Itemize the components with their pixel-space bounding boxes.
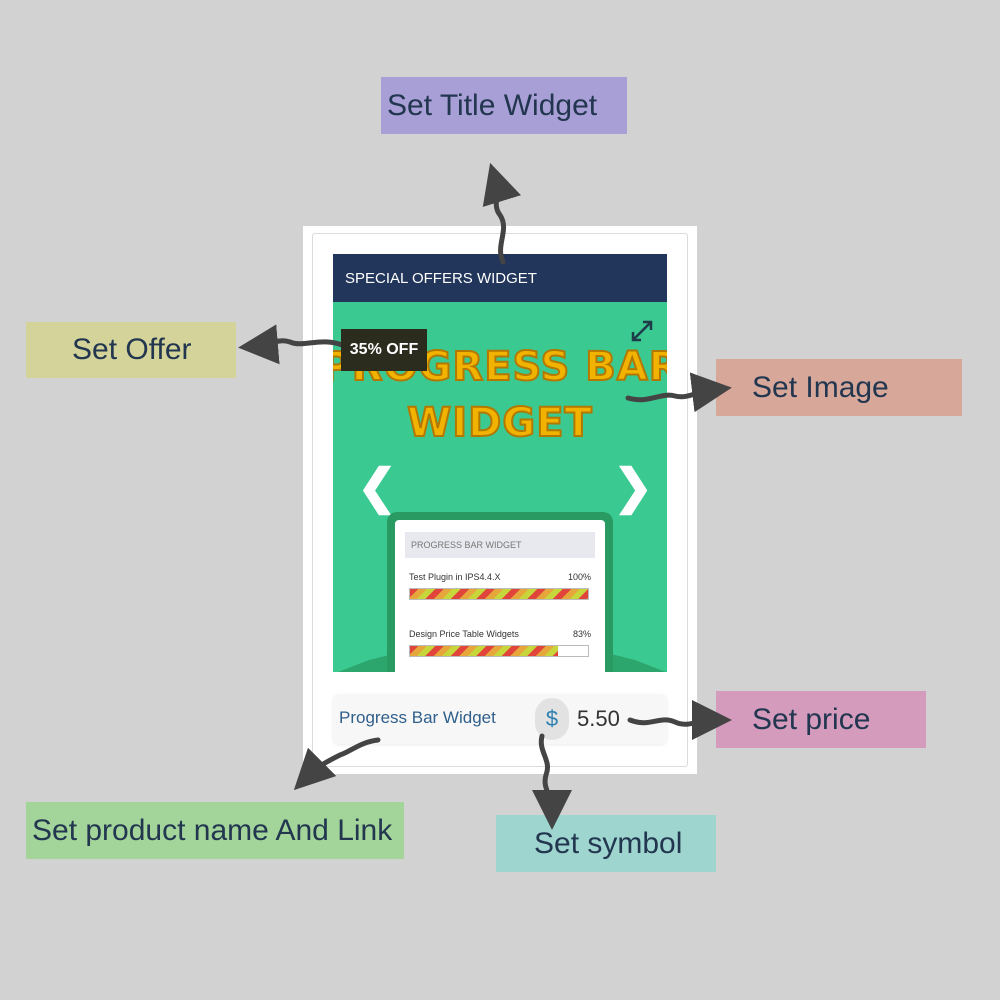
arrow-to-image bbox=[625, 372, 732, 413]
mock-bar-percent: 83% bbox=[572, 629, 591, 639]
product-footer: Progress Bar Widget $ 5.50 bbox=[333, 694, 667, 744]
arrow-to-price bbox=[627, 700, 732, 741]
callout-set-offer: Set Offer bbox=[26, 322, 236, 378]
mock-progress-fill bbox=[410, 646, 558, 656]
callout-set-title: Set Title Widget bbox=[381, 77, 627, 134]
product-image[interactable]: 35% OFF PROGRESS BAR WIDGET ❮ ❯ PROGRESS… bbox=[333, 302, 667, 672]
widget-frame: SPECIAL OFFERS WIDGET 35% OFF PROGRESS B… bbox=[303, 226, 697, 774]
offer-badge: 35% OFF bbox=[341, 329, 427, 371]
arrow-to-offer bbox=[238, 324, 348, 365]
device-mockup: PROGRESS BAR WIDGET Test Plugin in IPS4.… bbox=[387, 512, 613, 672]
arrow-to-name bbox=[293, 737, 381, 791]
mock-progress-bar bbox=[409, 645, 589, 657]
product-name-link[interactable]: Progress Bar Widget bbox=[339, 708, 496, 727]
callout-set-image: Set Image bbox=[716, 359, 962, 416]
mock-bar-label: Test Plugin in IPS4.4.X bbox=[409, 572, 501, 582]
mock-widget-header: PROGRESS BAR WIDGET bbox=[405, 532, 595, 558]
callout-set-price: Set price bbox=[716, 691, 926, 748]
currency-symbol: $ bbox=[535, 698, 569, 740]
arrow-to-title bbox=[482, 162, 521, 265]
chevron-left-icon[interactable]: ❮ bbox=[357, 461, 398, 514]
mock-progress-fill bbox=[410, 589, 588, 599]
device-screen: PROGRESS BAR WIDGET Test Plugin in IPS4.… bbox=[395, 520, 605, 672]
expand-icon[interactable] bbox=[627, 316, 657, 346]
mock-bar-percent: 100% bbox=[567, 572, 591, 582]
mock-bar-label: Design Price Table Widgets bbox=[409, 629, 519, 639]
arrow-to-symbol bbox=[531, 733, 572, 830]
callout-set-product-name: Set product name And Link bbox=[26, 802, 404, 859]
chevron-right-icon[interactable]: ❯ bbox=[613, 461, 654, 514]
hero-title-line-2: WIDGET bbox=[406, 399, 593, 447]
product-price: 5.50 bbox=[577, 706, 620, 731]
widget-title: SPECIAL OFFERS WIDGET bbox=[333, 254, 667, 302]
mock-progress-bar bbox=[409, 588, 589, 600]
widget-card: SPECIAL OFFERS WIDGET 35% OFF PROGRESS B… bbox=[312, 233, 688, 767]
